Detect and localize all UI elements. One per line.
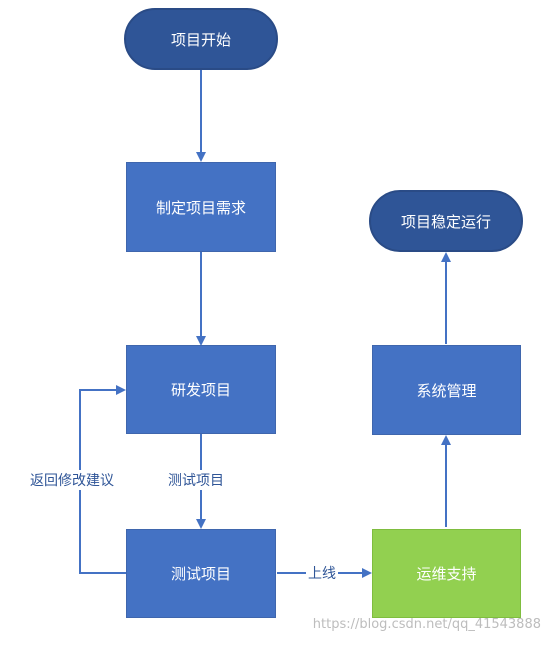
node-start-label: 项目开始: [170, 30, 231, 49]
node-test: 测试项目: [126, 529, 276, 618]
edge-label-feedback: 返回修改建议: [28, 470, 116, 490]
node-requirements: 制定项目需求: [126, 162, 276, 252]
node-manage: 系统管理: [372, 345, 521, 435]
node-develop: 研发项目: [126, 345, 276, 434]
node-ops: 运维支持: [372, 529, 521, 618]
node-test-label: 测试项目: [170, 565, 231, 583]
node-requirements-label: 制定项目需求: [155, 198, 246, 217]
node-develop-label: 研发项目: [170, 381, 231, 399]
node-stable: 项目稳定运行: [369, 190, 523, 252]
node-start: 项目开始: [124, 8, 278, 70]
edge-label-to-test: 测试项目: [166, 470, 226, 490]
watermark: https://blog.csdn.net/qq_41543888: [312, 617, 541, 632]
edge-label-online: 上线: [306, 563, 338, 583]
node-manage-label: 系统管理: [416, 381, 477, 400]
node-ops-label: 运维支持: [416, 565, 477, 583]
node-stable-label: 项目稳定运行: [400, 212, 491, 231]
